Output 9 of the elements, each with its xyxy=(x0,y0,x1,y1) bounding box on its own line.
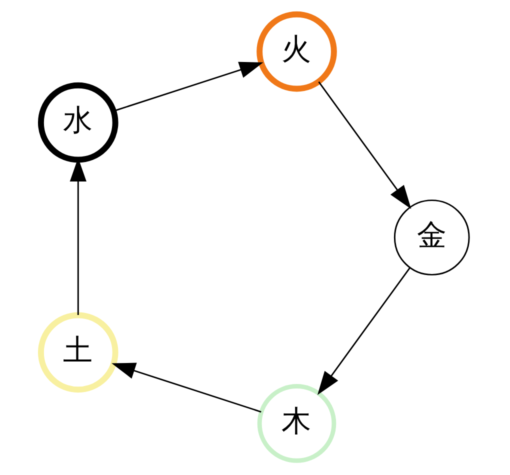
node-circle: 金 xyxy=(394,200,470,276)
node-circle: 土 xyxy=(38,312,118,393)
arrow xyxy=(112,362,262,413)
arrow xyxy=(318,81,412,210)
arrow xyxy=(317,267,410,395)
arrow xyxy=(114,62,264,112)
node-circle: 水 xyxy=(38,82,118,163)
node-circle: 木 xyxy=(257,384,336,463)
node-circle: 火 xyxy=(256,11,337,92)
